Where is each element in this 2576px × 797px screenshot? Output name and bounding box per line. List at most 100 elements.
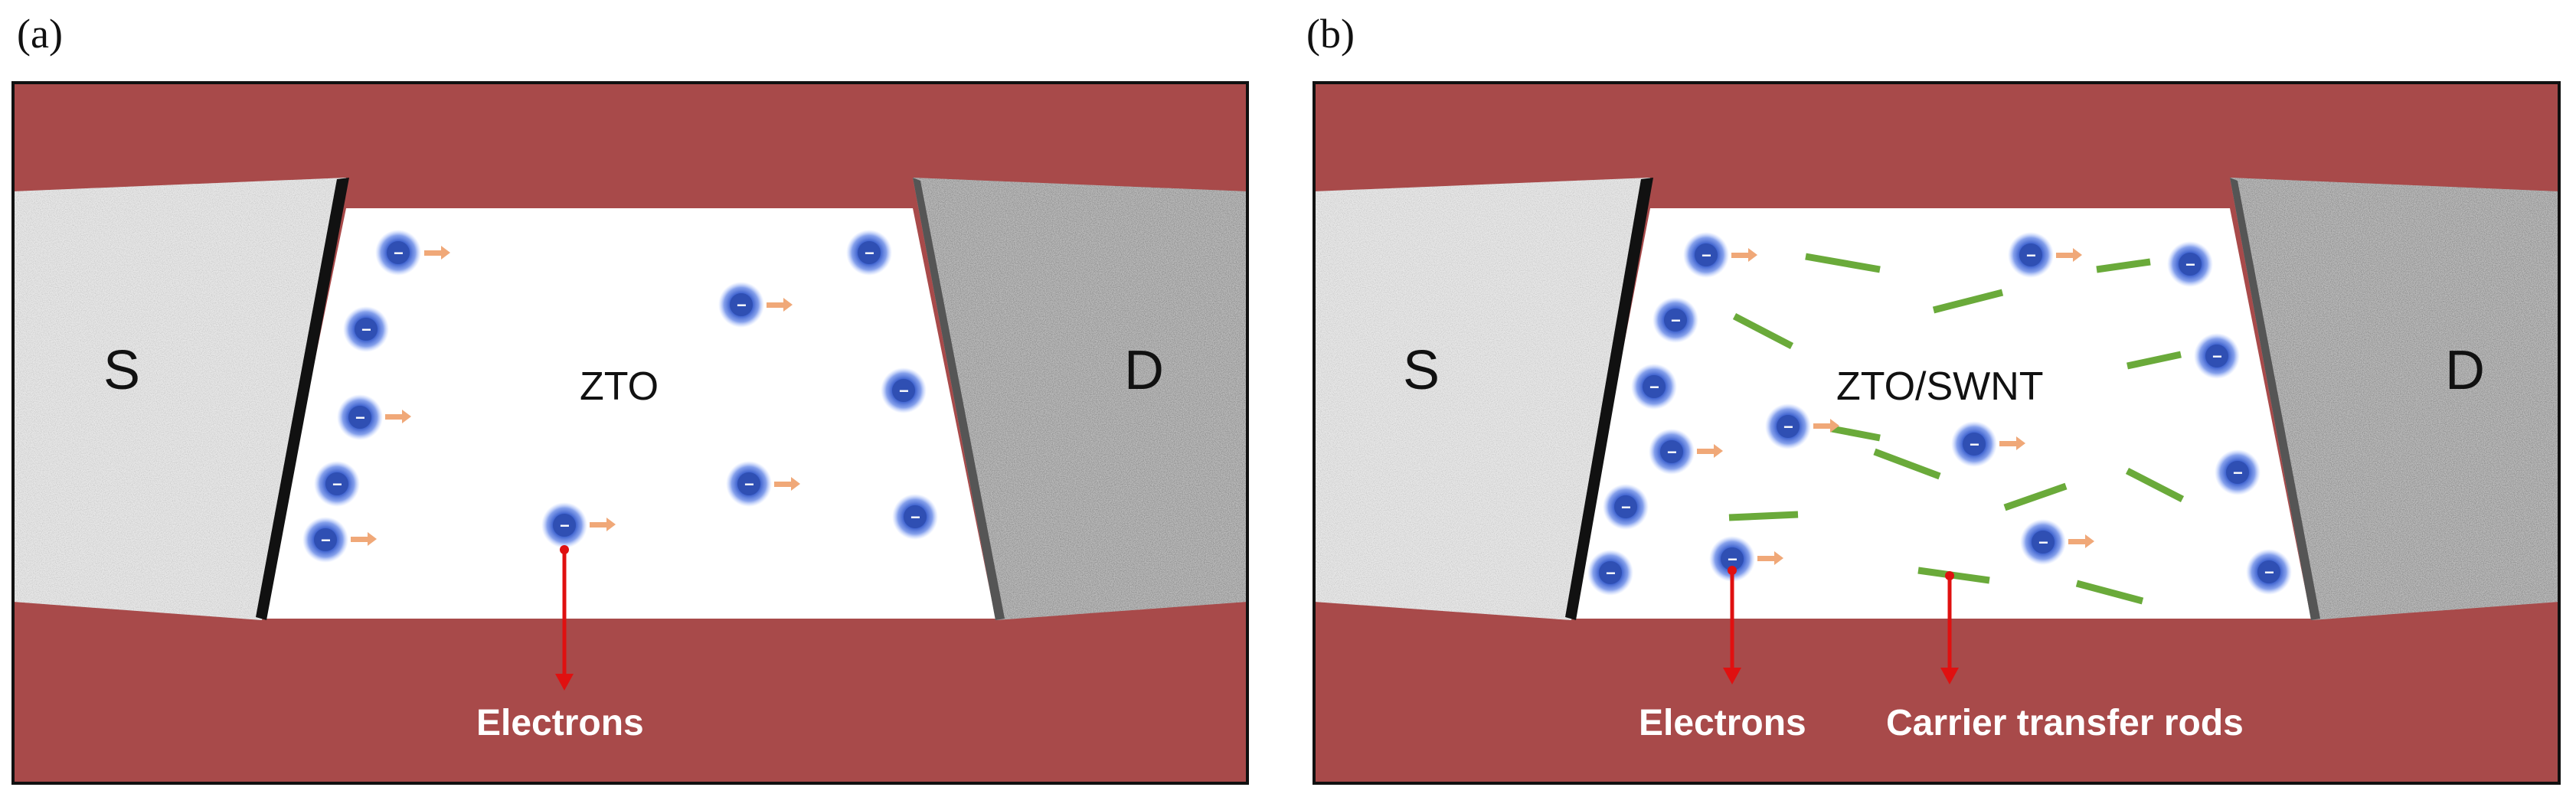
material-label: ZTO	[580, 364, 659, 409]
electrons-annotation: Electrons	[1639, 703, 1806, 743]
rod	[2125, 467, 2185, 503]
drain-label: D	[1124, 340, 1164, 401]
drain-electrode	[2230, 178, 2559, 620]
svg-text:−: −	[2038, 533, 2048, 552]
svg-text:−: −	[737, 296, 747, 315]
electron: −	[302, 517, 348, 563]
rod	[1932, 289, 2004, 314]
electron: −	[541, 502, 587, 548]
electron: −	[1603, 484, 1649, 530]
source-electrode	[1314, 178, 1650, 620]
panel-frame	[1313, 81, 2561, 785]
electron: −	[1765, 403, 1811, 449]
electron: −	[1631, 364, 1677, 410]
rod	[1805, 253, 1881, 273]
electron: −	[2246, 549, 2292, 595]
electron: −	[314, 461, 360, 507]
rod	[1732, 313, 1794, 349]
arrow-right-icon	[767, 298, 793, 312]
panel-frame	[11, 81, 1249, 785]
drain-electrode-edge	[2230, 178, 2320, 620]
svg-text:−: −	[355, 408, 365, 427]
channel	[262, 208, 995, 619]
electron: −	[337, 394, 383, 440]
electron: −	[343, 306, 389, 352]
svg-text:−: −	[2212, 347, 2222, 366]
source-electrode-edge	[256, 178, 349, 620]
source-label: S	[1403, 340, 1440, 401]
svg-text:−: −	[560, 516, 570, 535]
rod	[2127, 351, 2182, 370]
svg-text:−: −	[1702, 246, 1711, 265]
rods-annotation: Carrier transfer rods	[1886, 703, 2244, 743]
electron: −	[2008, 232, 2054, 278]
arrow-right-icon	[1697, 444, 1723, 458]
electron: −	[1683, 232, 1729, 278]
arrow-right-icon	[385, 410, 411, 423]
arrow-right-icon	[1731, 248, 1757, 262]
svg-text:−: −	[321, 531, 331, 550]
electron: −	[2215, 449, 2261, 495]
svg-text:−: −	[1606, 563, 1616, 583]
material-label: ZTO/SWNT	[1836, 364, 2044, 409]
arrow-right-icon	[1999, 436, 2025, 450]
svg-text:−: −	[899, 381, 909, 400]
svg-text:−: −	[865, 243, 874, 263]
electron: −	[718, 282, 764, 328]
rod	[2096, 258, 2151, 273]
arrow-right-icon	[1757, 551, 1783, 565]
arrow-right-icon	[590, 518, 616, 531]
panel-b: (b) S D ZTO/SWNT − − − −	[1306, 11, 2561, 785]
electron: −	[846, 230, 892, 276]
electrons-annotation: Electrons	[476, 703, 644, 743]
svg-text:−: −	[394, 243, 404, 263]
electron: −	[1709, 536, 1755, 582]
arrow-right-icon	[2068, 534, 2094, 548]
svg-text:−: −	[910, 508, 920, 527]
drain-electrode-edge	[913, 178, 1005, 620]
svg-text:−: −	[744, 475, 754, 494]
electron: −	[1652, 297, 1698, 343]
drain-electrode	[913, 178, 1247, 620]
rod	[2003, 482, 2068, 511]
arrow-right-icon	[424, 246, 450, 260]
panel-a-label: (a)	[17, 11, 63, 57]
panel-b-label: (b)	[1306, 11, 1355, 57]
electron: −	[2167, 241, 2213, 287]
electron: −	[375, 230, 421, 276]
svg-text:−: −	[1621, 498, 1631, 517]
svg-text:−: −	[2233, 463, 2243, 482]
arrow-right-icon	[1813, 419, 1839, 433]
rod	[1831, 425, 1881, 442]
electron: −	[1587, 550, 1633, 596]
svg-text:−: −	[2185, 255, 2195, 274]
electron: −	[2020, 519, 2066, 565]
electron: −	[726, 461, 772, 507]
svg-text:−: −	[1671, 311, 1681, 330]
svg-text:−: −	[1783, 417, 1793, 436]
carrier-rods	[1728, 253, 2185, 605]
rod	[1728, 511, 1799, 521]
electron: −	[1649, 429, 1695, 475]
source-electrode	[13, 178, 346, 620]
electron: −	[881, 367, 927, 413]
rod	[2075, 580, 2144, 605]
source-electrode-edge	[1565, 178, 1653, 620]
svg-text:−: −	[2264, 563, 2274, 582]
electron: −	[1951, 421, 1997, 467]
arrow-right-icon	[2056, 248, 2082, 262]
svg-text:−: −	[1970, 435, 1979, 454]
svg-text:−: −	[1649, 377, 1659, 397]
svg-text:−: −	[1667, 443, 1677, 462]
svg-text:−: −	[332, 475, 342, 494]
electron: −	[892, 494, 938, 540]
svg-text:−: −	[1728, 550, 1737, 569]
svg-text:−: −	[2026, 246, 2036, 265]
electron: −	[2194, 333, 2240, 379]
arrow-right-icon	[774, 477, 800, 491]
panel-a: (a) S D ZTO − − − − − − − − − − −	[11, 11, 1249, 785]
source-label: S	[103, 340, 140, 401]
drain-label: D	[2445, 340, 2485, 401]
arrow-right-icon	[351, 532, 377, 546]
